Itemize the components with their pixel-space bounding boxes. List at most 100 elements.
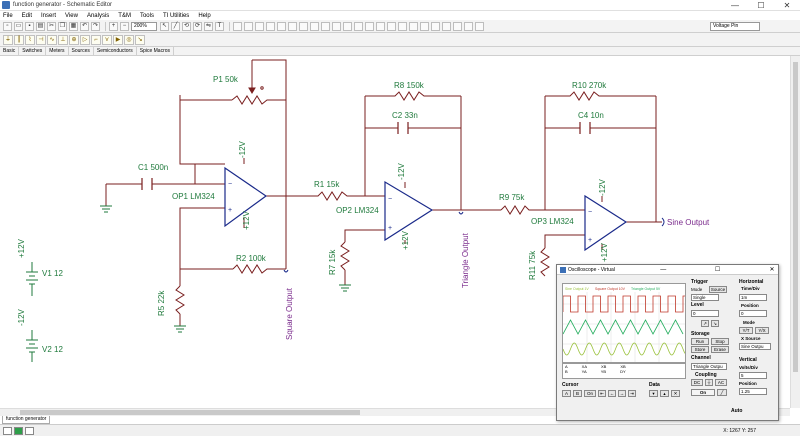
- layout-icon-13[interactable]: [365, 21, 374, 31]
- stop-button[interactable]: Stop: [711, 338, 729, 345]
- horizontal-scroll-thumb[interactable]: [20, 410, 360, 415]
- minimize-button[interactable]: —: [731, 0, 739, 10]
- horizontal-position-input[interactable]: 0: [739, 310, 767, 317]
- layout-icon-18[interactable]: [420, 21, 429, 31]
- coupling-gnd-icon[interactable]: ⏚: [705, 379, 713, 386]
- rotate-right-icon[interactable]: ⟳: [193, 21, 202, 31]
- inductor-icon[interactable]: ∿: [47, 34, 57, 45]
- vertical-position-input[interactable]: 1.25: [739, 388, 767, 395]
- coupling-ac-button[interactable]: AC: [715, 379, 727, 386]
- layout-icon-14[interactable]: [376, 21, 385, 31]
- open-icon[interactable]: ▭: [14, 21, 23, 31]
- menu-file[interactable]: File: [3, 12, 13, 19]
- print-icon[interactable]: ▤: [36, 21, 45, 31]
- menu-edit[interactable]: Edit: [21, 12, 33, 19]
- data-load-icon[interactable]: ▴: [660, 390, 669, 397]
- trigger-source-button[interactable]: Source: [709, 286, 727, 293]
- tab-basic[interactable]: Basic: [0, 47, 20, 55]
- layout-icon-12[interactable]: [354, 21, 363, 31]
- mode-yx-button[interactable]: Y/X: [755, 327, 769, 334]
- layout-icon-7[interactable]: [299, 21, 308, 31]
- source-icon[interactable]: ⊕: [69, 34, 79, 45]
- cursor-on-button[interactable]: On: [584, 390, 596, 397]
- status-icon-2[interactable]: [14, 426, 23, 435]
- layout-icon-23[interactable]: [475, 21, 484, 31]
- probe-icon[interactable]: ↘: [135, 34, 145, 45]
- horizontal-scrollbar[interactable]: [0, 408, 790, 416]
- save-icon[interactable]: ▪: [25, 21, 34, 31]
- layout-icon-6[interactable]: [288, 21, 297, 31]
- zoom-out-icon[interactable]: −: [120, 21, 129, 31]
- menu-ti-utilities[interactable]: TI Utilities: [162, 12, 190, 19]
- data-clear-icon[interactable]: ✕: [671, 390, 680, 397]
- tab-spice-macros[interactable]: Spice Macros: [137, 47, 175, 55]
- battery-icon[interactable]: ⊥: [58, 34, 68, 45]
- status-icon-1[interactable]: [3, 426, 12, 435]
- vertical-scroll-thumb[interactable]: [793, 62, 798, 372]
- transistor-icon[interactable]: ⋎: [102, 34, 112, 45]
- menu-view[interactable]: View: [65, 12, 78, 19]
- channel-select[interactable]: Triangle Outpu: [691, 363, 727, 370]
- menu-help[interactable]: Help: [198, 12, 211, 19]
- erase-button[interactable]: Erase: [711, 346, 729, 353]
- rotate-left-icon[interactable]: ⟲: [182, 21, 191, 31]
- layout-icon-10[interactable]: [332, 21, 341, 31]
- layout-icon-3[interactable]: [255, 21, 264, 31]
- channel-color-icon[interactable]: ╱: [717, 389, 727, 396]
- zoom-select[interactable]: 200%: [131, 21, 157, 31]
- store-button[interactable]: Store: [691, 346, 709, 353]
- oscilloscope-screen[interactable]: Sine Output 1V Square Output 10V Triangl…: [562, 283, 686, 363]
- redo-icon[interactable]: ↷: [91, 21, 100, 31]
- document-tab[interactable]: function generator: [2, 416, 51, 424]
- channel-on-button[interactable]: On: [691, 389, 715, 396]
- new-icon[interactable]: ▫: [3, 21, 12, 31]
- layout-icon-20[interactable]: [442, 21, 451, 31]
- tab-switches[interactable]: Switches: [19, 47, 47, 55]
- wire-tool-icon[interactable]: ┃: [14, 34, 24, 45]
- opamp-icon[interactable]: ▶: [113, 34, 123, 45]
- layout-icon-16[interactable]: [398, 21, 407, 31]
- oscilloscope-minimize-button[interactable]: —: [660, 266, 667, 273]
- trigger-level-input[interactable]: 0: [691, 310, 719, 317]
- schematic-canvas[interactable]: −+ −+ −+ P1 50k C1 500n OP1 LM3: [0, 56, 790, 408]
- status-icon-3[interactable]: [25, 426, 34, 435]
- copy-icon[interactable]: ❐: [58, 21, 67, 31]
- menu-insert[interactable]: Insert: [41, 12, 57, 19]
- layout-icon-21[interactable]: [453, 21, 462, 31]
- cut-icon[interactable]: ✂: [47, 21, 56, 31]
- layout-icon-8[interactable]: [310, 21, 319, 31]
- maximize-button[interactable]: ☐: [757, 0, 765, 10]
- tab-meters[interactable]: Meters: [46, 47, 69, 55]
- cursor-first-icon[interactable]: ⇤: [598, 390, 606, 397]
- oscilloscope-maximize-button[interactable]: ☐: [714, 267, 721, 273]
- trigger-falling-edge-icon[interactable]: ↘: [711, 320, 719, 327]
- wire-icon[interactable]: ╱: [171, 21, 180, 31]
- tab-sources[interactable]: Sources: [69, 47, 94, 55]
- layout-icon-22[interactable]: [464, 21, 473, 31]
- layout-icon-4[interactable]: [266, 21, 275, 31]
- data-save-icon[interactable]: ▾: [649, 390, 658, 397]
- mode-yt-button[interactable]: Y/T: [739, 327, 753, 334]
- layout-icon-2[interactable]: [244, 21, 253, 31]
- pointer-icon[interactable]: ↖: [160, 21, 169, 31]
- layout-icon-9[interactable]: [321, 21, 330, 31]
- mirror-icon[interactable]: ⇋: [204, 21, 213, 31]
- layout-icon-5[interactable]: [277, 21, 286, 31]
- volts-div-input[interactable]: 5: [739, 372, 767, 379]
- layout-icon-17[interactable]: [409, 21, 418, 31]
- auto-label[interactable]: Auto: [731, 408, 743, 414]
- voltage-pin-select[interactable]: Voltage Pin: [710, 22, 760, 31]
- cursor-next-icon[interactable]: →: [618, 390, 626, 397]
- trigger-rising-edge-icon[interactable]: ↗: [701, 320, 709, 327]
- vertical-scrollbar[interactable]: [790, 56, 800, 408]
- tab-semiconductors[interactable]: Semiconductors: [94, 47, 137, 55]
- cursor-prev-icon[interactable]: ←: [608, 390, 616, 397]
- resistor-icon[interactable]: ⌇: [25, 34, 35, 45]
- x-source-select[interactable]: Sine Outpu: [739, 343, 771, 350]
- paste-icon[interactable]: ▦: [69, 21, 78, 31]
- menu-tools[interactable]: Tools: [139, 12, 154, 19]
- menu-analysis[interactable]: Analysis: [86, 12, 110, 19]
- undo-icon[interactable]: ↶: [80, 21, 89, 31]
- cursor-b-button[interactable]: B: [573, 390, 582, 397]
- cursor-last-icon[interactable]: ⇥: [628, 390, 636, 397]
